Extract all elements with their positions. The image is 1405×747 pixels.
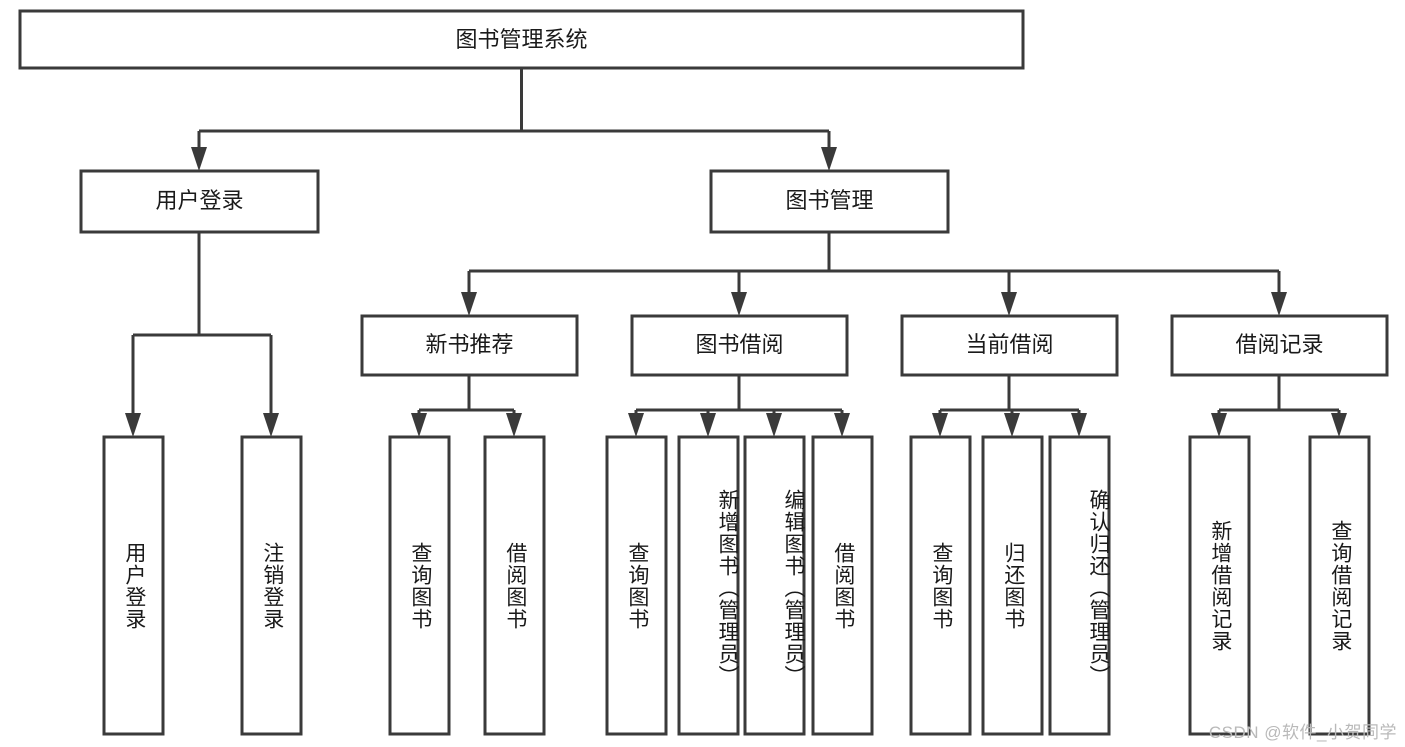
leaf-box-borrow-book-1[interactable] xyxy=(483,435,546,736)
node-user-login-label: 用户登录 xyxy=(155,188,243,213)
arrowhead-leaf-edit-book xyxy=(766,413,782,437)
arrowhead-bookmgmt xyxy=(821,147,837,171)
watermark-text: CSDN @软件_小贺同学 xyxy=(1208,723,1397,742)
node-new-book-recommend-label: 新书推荐 xyxy=(425,332,513,357)
arrowhead-newbook-rec xyxy=(461,292,477,316)
arrowhead-leaf-user-login xyxy=(125,413,141,437)
arrowhead-leaf-borrow-book-2 xyxy=(834,413,850,437)
node-book-management-label: 图书管理 xyxy=(785,188,873,213)
arrowhead-leaf-borrow-book-1 xyxy=(506,413,522,437)
arrowhead-leaf-query-record xyxy=(1331,413,1347,437)
node-boxes-group: 图书管理系统 用户登录 图书管理 新书推荐 图书借阅 当前借阅 借阅记录 xyxy=(18,9,1389,736)
node-current-borrow-box[interactable] xyxy=(900,314,1119,377)
leaf-box-edit-book[interactable] xyxy=(743,435,806,736)
arrowhead-book-borrow xyxy=(731,292,747,316)
node-user-login-box[interactable] xyxy=(79,169,320,234)
node-current-borrow-label: 当前借阅 xyxy=(965,332,1053,357)
leaf-box-add-book[interactable] xyxy=(677,435,740,736)
leaf-box-borrow-book-2[interactable] xyxy=(811,435,874,736)
arrowhead-borrow-record xyxy=(1271,292,1287,316)
arrowhead-leaf-confirm-return xyxy=(1071,413,1087,437)
node-book-borrow-box[interactable] xyxy=(630,314,849,377)
connectors-group xyxy=(125,68,1347,437)
node-root-label: 图书管理系统 xyxy=(455,27,587,52)
node-borrow-record-box[interactable] xyxy=(1170,314,1389,377)
arrowhead-leaf-query-book-1 xyxy=(411,413,427,437)
arrowhead-leaf-query-book-3 xyxy=(932,413,948,437)
node-book-management-box[interactable] xyxy=(709,169,950,234)
leaf-box-query-book-3[interactable] xyxy=(909,435,972,736)
leaf-box-logout[interactable] xyxy=(240,435,303,736)
node-book-borrow-label: 图书借阅 xyxy=(695,332,783,357)
leaf-box-query-borrow-record[interactable] xyxy=(1308,435,1371,736)
leaf-box-query-book-1[interactable] xyxy=(388,435,451,736)
arrowhead-current-borrow xyxy=(1001,292,1017,316)
node-new-book-recommend-box[interactable] xyxy=(360,314,579,377)
arrowhead-leaf-query-book-2 xyxy=(628,413,644,437)
node-root-box[interactable] xyxy=(18,9,1025,70)
arrowhead-leaf-add-record xyxy=(1211,413,1227,437)
leaf-box-confirm-return[interactable] xyxy=(1048,435,1111,736)
arrowhead-leaf-logout xyxy=(263,413,279,437)
leaf-box-query-book-2[interactable] xyxy=(605,435,668,736)
leaf-box-return-book[interactable] xyxy=(981,435,1044,736)
arrowhead-leaf-return-book xyxy=(1004,413,1020,437)
leaf-box-add-borrow-record[interactable] xyxy=(1188,435,1251,736)
arrowhead-userlogin xyxy=(191,147,207,171)
leaf-box-user-login[interactable] xyxy=(102,435,165,736)
arrowhead-leaf-add-book xyxy=(700,413,716,437)
node-borrow-record-label: 借阅记录 xyxy=(1235,332,1323,357)
